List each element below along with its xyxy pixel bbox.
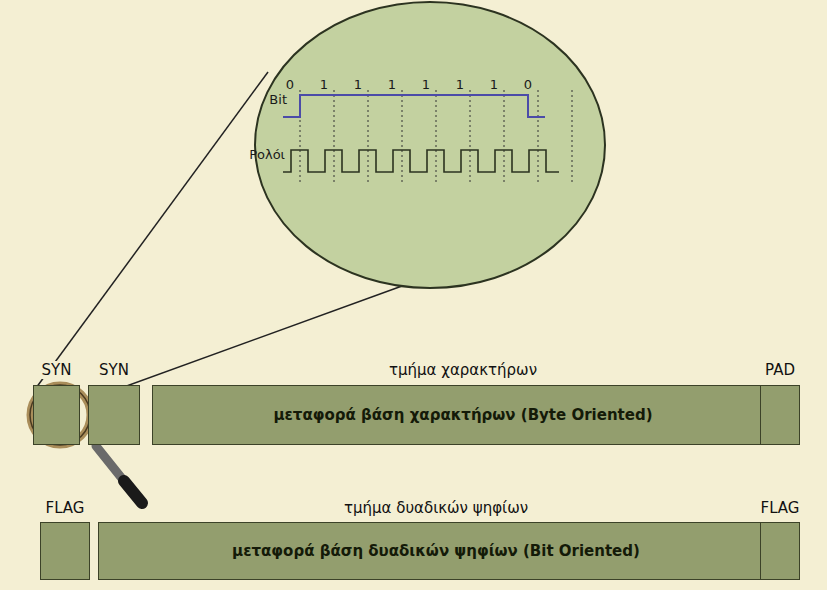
bit-value: 1 xyxy=(422,77,430,92)
bit-value: 1 xyxy=(490,77,498,92)
bit-boundary xyxy=(470,90,471,182)
control-field-box: SYN xyxy=(88,385,140,445)
field-heading: τμήμα δυαδικών ψηφίων xyxy=(342,499,530,517)
box-label: μεταφορά βάση δυαδικών ψηφίων (Bit Orien… xyxy=(99,542,773,560)
field-heading: τμήμα χαρακτήρων xyxy=(387,361,539,379)
field-heading: FLAG xyxy=(44,499,87,517)
bit-value: 0 xyxy=(286,77,294,92)
leader-line xyxy=(36,72,268,388)
data-section-box: τμήμα χαρακτήρωνμεταφορά βάση χαρακτήρων… xyxy=(152,385,774,445)
bit-value: 1 xyxy=(320,77,328,92)
bit-boundary xyxy=(538,90,539,182)
data-section-box: τμήμα δυαδικών ψηφίωνμεταφορά βάση δυαδι… xyxy=(98,522,774,580)
bit-boundary xyxy=(334,90,335,182)
field-heading: PAD xyxy=(763,361,797,379)
bit-signal xyxy=(283,95,545,117)
clock-signal xyxy=(283,150,559,172)
bit-boundary xyxy=(436,90,437,182)
box-label: μεταφορά βάση χαρακτήρων (Byte Oriented) xyxy=(153,406,773,424)
bit-boundary xyxy=(368,90,369,182)
leader-line xyxy=(88,286,402,400)
control-field-box: PAD xyxy=(760,385,800,445)
bit-value: 1 xyxy=(456,77,464,92)
control-field-box: SYN xyxy=(33,385,80,445)
signal-name: Ρολόι xyxy=(249,147,285,162)
field-heading: FLAG xyxy=(759,499,802,517)
field-heading: SYN xyxy=(97,361,131,379)
field-heading: SYN xyxy=(40,361,74,379)
magnifier xyxy=(30,385,142,503)
control-field-box: FLAG xyxy=(760,522,800,580)
bit-value: 0 xyxy=(524,77,532,92)
timing-diagram xyxy=(283,90,572,182)
bit-boundary xyxy=(504,90,505,182)
bit-boundary xyxy=(402,90,403,182)
signal-name: Bit xyxy=(269,92,287,107)
bit-value: 1 xyxy=(354,77,362,92)
magnified-view xyxy=(255,2,605,288)
control-field-box: FLAG xyxy=(40,522,90,580)
bit-boundary xyxy=(572,90,573,182)
bit-value: 1 xyxy=(388,77,396,92)
